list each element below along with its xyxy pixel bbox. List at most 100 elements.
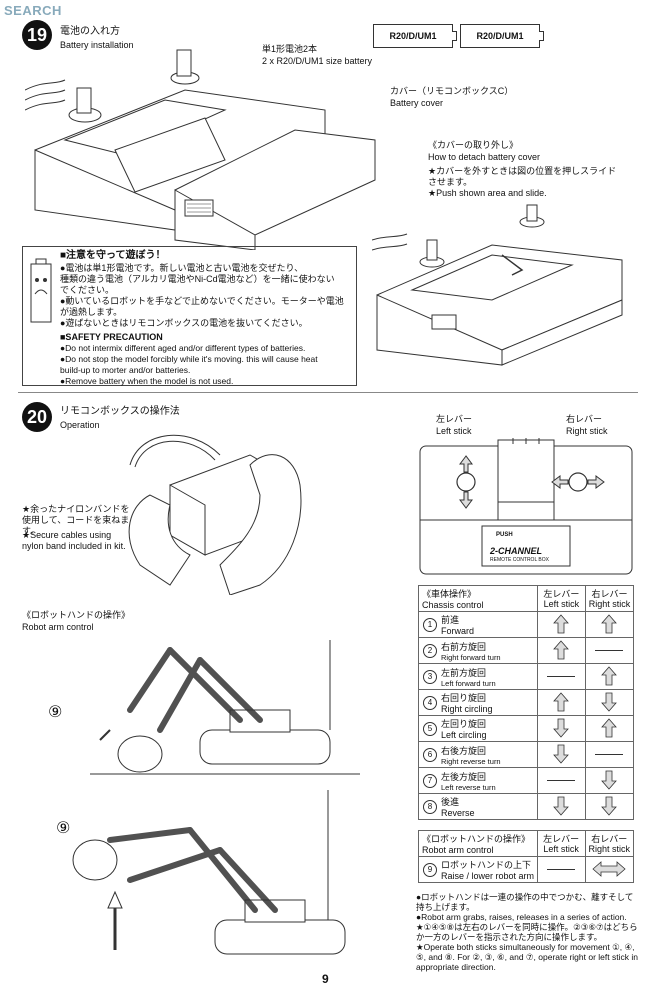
row-label-jp: 右後方旋回 xyxy=(441,745,487,756)
left-stick-cell xyxy=(536,637,586,664)
left-stick-cell xyxy=(536,767,586,794)
arm-col-right-en: Right stick xyxy=(588,843,631,854)
detach-cover-illustration xyxy=(372,204,623,366)
detach-title-jp: 《カバーの取り外し》 xyxy=(428,140,519,150)
caution-line-jp: ●遊ばないときはリモコンボックスの電池を抜いてください。 xyxy=(60,318,308,328)
caution-line-jp: ●動いているロボットを手などで止めないでください。モーターや電池 xyxy=(60,296,344,306)
step20-badge: 20 xyxy=(22,402,52,432)
down-arrow-icon xyxy=(601,796,618,816)
caution-title-jp: ■注意を守って遊ぼう！ xyxy=(60,250,166,261)
step20-title-en: Operation xyxy=(60,420,100,430)
right-stick-cell xyxy=(584,611,635,638)
box-sub-label: REMOTE CONTROL BOX xyxy=(490,557,549,563)
caution-box xyxy=(22,246,357,386)
note-line: ★Operate both sticks simultaneously for … xyxy=(416,942,638,972)
step19-title-jp: 電池の入れ方 xyxy=(60,26,120,37)
chassis-header-en: Chassis control xyxy=(422,600,484,610)
note-line: ●Robot arm grabs, raises, releases in a … xyxy=(416,912,627,922)
no-operation-dash xyxy=(595,754,624,755)
no-operation-dash xyxy=(547,869,576,870)
row-label-en: Right forward turn xyxy=(441,652,501,662)
caution-line-jp: が過熱します。 xyxy=(60,307,123,317)
step20-title-jp: リモコンボックスの操作法 xyxy=(60,406,180,417)
row-label-en: Left circling xyxy=(441,730,487,740)
right-stick-en: Right stick xyxy=(566,426,608,436)
right-stick-cell xyxy=(584,856,635,883)
row-number: 3 xyxy=(423,669,437,684)
row-number: 7 xyxy=(423,773,437,788)
row-label-en: Left reverse turn xyxy=(441,782,496,792)
battery-label-1: R20/D/UM1 xyxy=(389,31,437,41)
caution-line-jp: 種類の違う電池（アルカリ電池やNi-Cd電池など）を一緒に使わない xyxy=(60,274,335,284)
col-right-en: Right stick xyxy=(588,598,631,609)
no-operation-dash xyxy=(595,650,624,651)
left-stick-cell xyxy=(536,663,586,690)
left-stick-cell xyxy=(536,689,586,716)
arm-header-en: Robot arm control xyxy=(422,845,494,855)
row-label-en: Forward xyxy=(441,626,475,636)
arm-control-table: 《ロボットハンドの操作》 Robot arm control 左レバー Left… xyxy=(418,830,635,883)
row-label-en: Raise / lower robot arm xyxy=(441,871,535,881)
right-stick-cell xyxy=(584,715,635,742)
right-stick-cell xyxy=(584,663,635,690)
row-label-jp: 前進 xyxy=(441,615,460,625)
box-push-label: PUSH xyxy=(496,532,513,538)
safety-line-en: ●Do not stop the model forcibly while it… xyxy=(60,354,318,364)
col-left-en: Left stick xyxy=(543,598,580,609)
left-stick-cell xyxy=(536,715,586,742)
right-stick-cell xyxy=(584,637,635,664)
caution-line-jp: ●電池は単1形電池です。新しい電池と古い電池を交ぜたり、 xyxy=(60,263,304,273)
up-arrow-icon xyxy=(601,613,618,633)
arm-col-left-en: Left stick xyxy=(543,843,579,854)
chassis-header-jp: 《車体操作》 xyxy=(422,589,477,599)
caution-lines-jp: ●電池は単1形電池です。新しい電池と古い電池を交ぜたり、 種類の違う電池（アルカ… xyxy=(60,263,352,329)
row-label-jp: 右回り旋回 xyxy=(441,693,487,703)
left-stick-cell xyxy=(536,741,586,768)
left-stick-cell xyxy=(536,611,586,638)
no-operation-dash xyxy=(547,676,576,677)
left-stick-cell xyxy=(536,856,586,883)
up-arrow-icon xyxy=(553,613,570,633)
row-number: 8 xyxy=(423,799,437,814)
row-number: 9 xyxy=(423,862,437,877)
row-label-jp: ロボットハンドの上下 xyxy=(441,860,532,870)
detach-title-en: How to detach battery cover xyxy=(428,152,541,162)
battery-size-en: 2 x R20/D/UM1 size battery xyxy=(262,56,373,66)
up-arrow-icon xyxy=(553,639,570,659)
row-number: 4 xyxy=(423,695,437,710)
safety-title-en: ■SAFETY PRECAUTION xyxy=(60,332,163,342)
safety-line-en: ●Remove battery when the model is not us… xyxy=(60,376,234,386)
cable-note-en: ★Secure cables using nylon band included… xyxy=(22,530,126,551)
battery-label-2: R20/D/UM1 xyxy=(476,31,524,41)
down-arrow-icon xyxy=(601,692,618,712)
robot-arm-grab-illustration xyxy=(90,640,360,775)
up-arrow-icon xyxy=(601,665,618,685)
left-right-arrow-icon xyxy=(592,860,626,877)
row-label-en: Right circling xyxy=(441,704,493,714)
col-left-jp: 左レバー xyxy=(543,588,580,599)
page-number: 9 xyxy=(322,972,329,986)
note-line: ★①④⑤⑧は左右のレバーを同時に操作。②③⑥⑦はどちらか一方のレバーを指示された… xyxy=(416,922,638,942)
arm-col-right-jp: 右レバー xyxy=(591,833,628,844)
fig1-marker: ⑨ xyxy=(48,704,63,721)
remote-control-box-diagram xyxy=(419,438,633,575)
cover-jp: カバー（リモコンボックスC） xyxy=(390,86,514,96)
battery-illustration-2: R20/D/UM1 xyxy=(460,24,544,48)
battery-installation-illustration xyxy=(25,49,376,250)
row-number: 6 xyxy=(423,747,437,762)
row-label-en: Left forward turn xyxy=(441,678,496,688)
battery-warning-icon xyxy=(30,258,52,323)
note-line: ●ロボットハンドは一連の操作の中でつかむ、離すそして持ち上げます。 xyxy=(416,892,634,912)
row-label-jp: 右前方旋回 xyxy=(441,641,487,652)
safety-lines-en: ●Do not intermix different aged and/or d… xyxy=(60,343,352,387)
right-stick-cell xyxy=(584,793,635,820)
bottom-notes: ●ロボットハンドは一連の操作の中でつかむ、離すそして持ち上げます。 ●Robot… xyxy=(416,892,638,972)
detach-note-jp: ★カバーを外すときは図の位置を押しスライドさせます。 xyxy=(428,166,617,187)
